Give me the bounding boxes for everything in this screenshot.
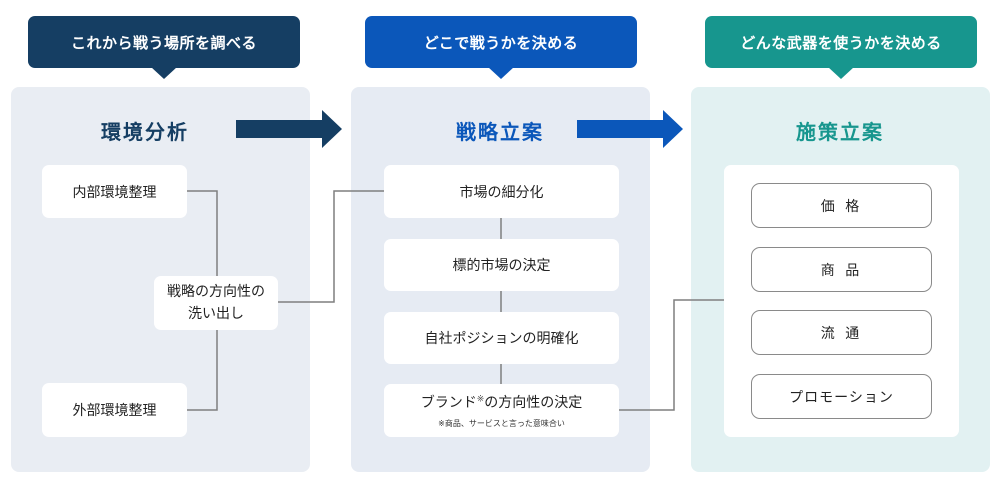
strategy-direction-line2: 洗い出し	[188, 306, 244, 322]
banner-pointer-icon	[151, 67, 177, 79]
stage-1-title: 環境分析	[101, 120, 189, 144]
brand-direction-label: ブランド※の方向性の決定	[421, 392, 583, 412]
stage-1-banner: これから戦う場所を調べる	[28, 16, 300, 79]
stage-3-banner-text: どんな武器を使うかを決める	[740, 33, 942, 52]
product-item: 商 品	[751, 247, 932, 292]
brand-footnote: ※商品、サービスと言った意味合い	[438, 419, 565, 428]
connector-internal	[187, 190, 218, 276]
footnote-mark: ※	[476, 394, 485, 405]
arrow-right-icon	[577, 110, 683, 148]
connector-strategy-to-measures	[619, 299, 724, 411]
stage-1-banner-text: これから戦う場所を調べる	[70, 33, 257, 52]
brand-direction-card: ブランド※の方向性の決定 ※商品、サービスと言った意味合い	[384, 384, 619, 437]
segmentation-card: 市場の細分化	[384, 165, 619, 218]
price-item: 価 格	[751, 183, 932, 228]
stage-2-banner: どこで戦うかを決める	[365, 16, 637, 79]
distribution-item: 流 通	[751, 310, 932, 355]
brand-suffix: の方向性の決定	[484, 395, 583, 411]
stage-3-title: 施策立案	[796, 120, 884, 144]
target-market-card: 標的市場の決定	[384, 239, 619, 291]
brand-word: ブランド	[420, 395, 477, 411]
stage-3-banner: どんな武器を使うかを決める	[705, 16, 977, 79]
strategy-direction-card: 戦略の方向性の 洗い出し	[154, 276, 278, 330]
stage-2-banner-text: どこで戦うかを決める	[423, 33, 579, 52]
promotion-item: プロモーション	[751, 374, 932, 419]
stage-2-title: 戦略立案	[456, 120, 544, 144]
positioning-card: 自社ポジションの明確化	[384, 312, 619, 364]
banner-pointer-icon	[828, 67, 854, 79]
external-environment-card: 外部環境整理	[42, 383, 187, 437]
strategy-direction-line1: 戦略の方向性の	[167, 284, 265, 300]
arrow-right-icon	[236, 110, 342, 148]
connector-summary-to-strategy	[278, 190, 384, 303]
connector-external	[187, 330, 218, 411]
banner-pointer-icon	[488, 67, 514, 79]
internal-environment-card: 内部環境整理	[42, 165, 187, 218]
